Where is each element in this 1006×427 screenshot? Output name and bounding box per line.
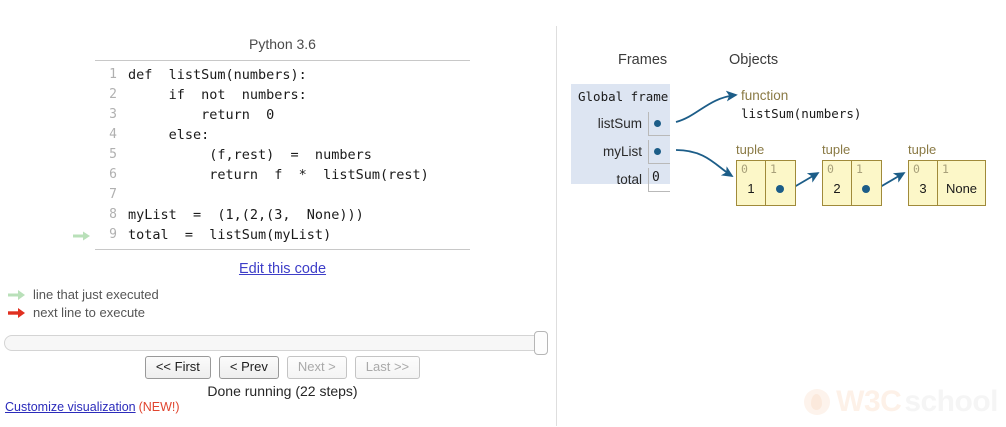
run-status-label: Done running (22 steps) <box>207 383 358 399</box>
pointer-dot-icon <box>654 147 661 155</box>
green-arrow-icon <box>73 225 93 245</box>
execution-slider-handle[interactable] <box>534 331 548 355</box>
code-line: 6 return f * listSum(rest) <box>95 165 470 185</box>
code-line: 1 def listSum(numbers): <box>95 65 470 85</box>
pointer-dot-icon <box>654 119 661 127</box>
playback-button-last: Last >> <box>354 356 421 379</box>
tuple-cell-index: 1 <box>856 162 863 176</box>
code-line-number: 4 <box>109 127 117 142</box>
legend-line-just-executed: line that just executed <box>8 288 159 302</box>
tuple-cell-value: None <box>945 181 978 196</box>
function-signature: listSum(numbers) <box>741 106 862 121</box>
customize-new-badge: (NEW!) <box>138 400 180 414</box>
playback-button-first[interactable]: << First <box>144 356 211 379</box>
frame-variable-row: listSum <box>571 110 670 137</box>
playback-button-next: Next > <box>286 356 347 379</box>
green-arrow-icon <box>8 290 25 300</box>
code-line-text: def listSum(numbers): <box>128 67 307 83</box>
code-line: 4 else: <box>95 125 470 145</box>
python-version-label: Python 3.6 <box>249 36 316 52</box>
code-line-number: 1 <box>109 67 117 82</box>
code-line-text: (f,rest) = numbers <box>128 147 372 163</box>
code-line-text: myList = (1,(2,(3, None))) <box>128 207 364 223</box>
customize-row: Customize visualization(NEW!) <box>5 400 180 414</box>
tuple-cell-value: 2 <box>833 181 841 196</box>
customize-visualization-link[interactable]: Customize visualization <box>5 400 136 414</box>
visualization-panel: Frames Objects Global frame listSum myLis… <box>556 0 1006 427</box>
frame-variable-name: listSum <box>597 116 642 131</box>
code-line: 9 total = listSum(myList) <box>73 225 470 245</box>
frame-variable-row: myList <box>571 138 670 165</box>
function-type-label: function <box>741 88 789 103</box>
legend-next-label: next line to execute <box>33 305 146 320</box>
code-line-text: return 0 <box>128 107 275 123</box>
code-line-number: 9 <box>109 227 117 242</box>
code-line-number: 6 <box>109 167 117 182</box>
code-line: 3 return 0 <box>95 105 470 125</box>
frame-variable-row: total 0 <box>571 166 670 193</box>
legend-executed-label: line that just executed <box>33 287 159 302</box>
tuple-cell-index: 0 <box>913 162 920 176</box>
tuple-cell: 1 <box>852 161 881 205</box>
global-frame-title: Global frame <box>578 89 669 104</box>
code-line-text: if not numbers: <box>128 87 307 103</box>
execution-slider-track[interactable] <box>4 335 544 351</box>
code-line-number: 7 <box>109 187 117 202</box>
edit-this-code-link[interactable]: Edit this code <box>238 261 327 277</box>
tuple-cell-value: 1 <box>747 181 755 196</box>
panel-divider <box>556 26 557 426</box>
frame-variable-name: total <box>616 172 642 187</box>
frame-variable-value <box>648 139 670 164</box>
frame-variable-number: 0 <box>652 169 660 185</box>
tuple-type-label: tuple <box>908 142 937 157</box>
playback-button-prev[interactable]: < Prev <box>218 356 279 379</box>
objects-header: Objects <box>729 52 779 68</box>
code-line-number: 2 <box>109 87 117 102</box>
code-line-number: 8 <box>109 207 117 222</box>
legend-next-line-to-execute: next line to execute <box>8 306 145 320</box>
tuple-type-label: tuple <box>736 142 765 157</box>
code-panel: Python 3.6 1 def listSum(numbers): 2 if no… <box>4 36 548 414</box>
code-line-text: return f * listSum(rest) <box>128 167 429 183</box>
code-line-text: else: <box>128 127 210 143</box>
code-line-number: 3 <box>109 107 117 122</box>
tuple-cell-index: 0 <box>827 162 834 176</box>
code-line-text: total = listSum(myList) <box>128 227 332 243</box>
tuple-cell-value: 3 <box>919 181 927 196</box>
tuple-type-label: tuple <box>822 142 851 157</box>
frames-header: Frames <box>618 52 668 68</box>
global-frame-box: Global frame listSum myList total 0 <box>571 84 670 192</box>
tuple-cell: 1 <box>766 161 795 205</box>
playback-controls: << First < Prev Next > Last >> <box>95 356 470 379</box>
code-line: 2 if not numbers: <box>95 85 470 105</box>
frame-variable-name: myList <box>602 144 642 159</box>
tuple-cell-index: 0 <box>741 162 748 176</box>
frame-variable-value: 0 <box>648 167 670 192</box>
tuple-cell-index: 1 <box>770 162 777 176</box>
code-line: 5 (f,rest) = numbers <box>95 145 470 165</box>
pointer-dot-icon <box>776 185 784 193</box>
code-line-number: 5 <box>109 147 117 162</box>
frame-variable-value <box>648 111 670 136</box>
code-line: 7 <box>95 185 470 205</box>
code-line: 8 myList = (1,(2,(3, None))) <box>95 205 470 225</box>
red-arrow-icon <box>8 308 25 318</box>
tuple-cell-index: 1 <box>942 162 949 176</box>
pointer-dot-icon <box>862 185 870 193</box>
